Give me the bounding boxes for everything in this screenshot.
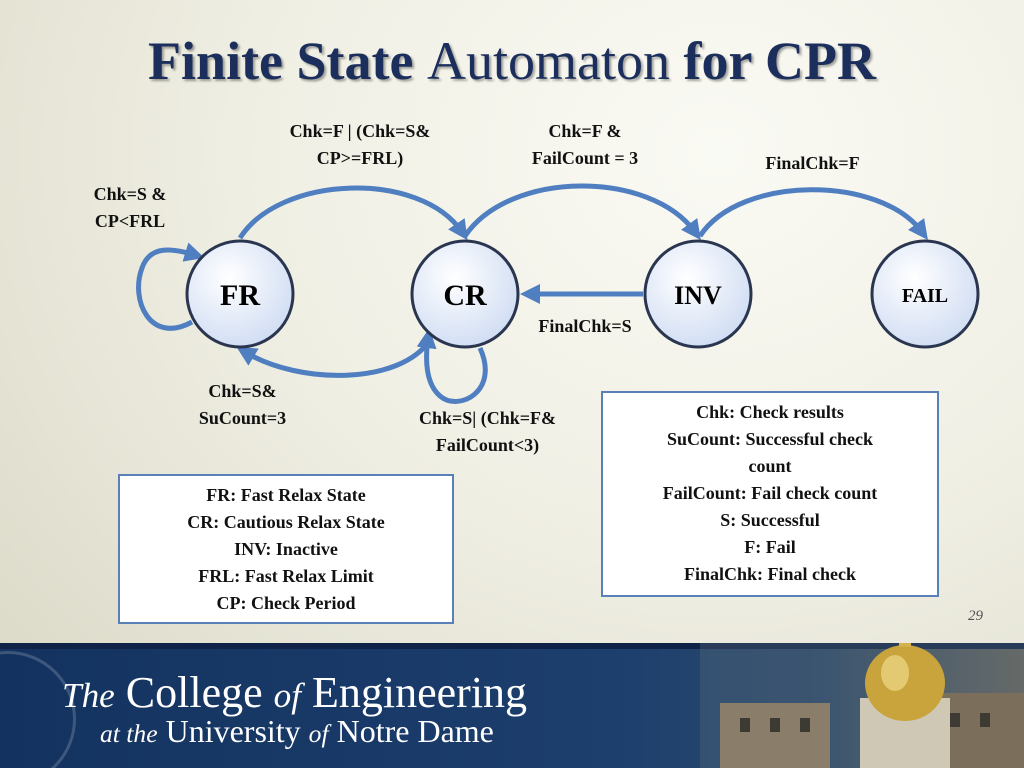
legend-terms: Chk: Check results SuCount: Successful c… [601, 391, 939, 597]
title-part-3: for CPR [683, 31, 876, 91]
label-cr-to-fr: Chk=S& SuCount=3 [198, 381, 287, 428]
title-part-1: Finite State [148, 31, 414, 91]
footer-line-2: at the University of Notre Dame [100, 713, 494, 749]
state-fr: FR [185, 239, 295, 349]
state-fail-label: FAIL [902, 285, 948, 307]
state-fr-label: FR [220, 279, 260, 312]
arrow-cr-to-inv [462, 183, 701, 241]
state-diagram: FR CR INV FAIL [136, 183, 980, 404]
state-inv-label: INV [674, 281, 722, 310]
label-fr-self: Chk=S & CP<FRL [93, 184, 167, 231]
label-cr-self: Chk=S| (Chk=F& FailCount<3) [418, 408, 556, 455]
state-cr-label: CR [443, 279, 487, 312]
legend-states: FR: Fast Relax State CR: Cautious Relax … [118, 474, 454, 624]
title-part-2: Automaton [427, 31, 670, 91]
state-cr: CR [410, 239, 520, 349]
arrow-fr-to-cr [237, 185, 468, 241]
state-inv: INV [643, 239, 753, 349]
arrow-fr-self [136, 242, 205, 331]
state-fail: FAIL [870, 239, 980, 349]
arrow-cr-to-fr [236, 338, 433, 378]
footer-line-1: The College of Engineering [62, 668, 528, 717]
page-number: 29 [968, 608, 983, 624]
arrow-cr-self [416, 328, 488, 404]
label-cr-to-inv: Chk=F & FailCount = 3 [531, 121, 639, 168]
label-inv-to-cr: FinalChk=S [538, 316, 632, 336]
arrow-inv-to-fail [697, 187, 928, 241]
label-inv-to-fail: FinalChk=F [765, 153, 860, 173]
slide-title: Finite State Automaton for CPR [0, 30, 1024, 92]
golden-dome-photo [700, 643, 1024, 768]
footer-stripe [0, 643, 1024, 649]
footer-banner: The College of Engineering at the Univer… [0, 643, 1024, 768]
label-fr-to-cr: Chk=F | (Chk=S& CP>=FRL) [289, 121, 431, 168]
